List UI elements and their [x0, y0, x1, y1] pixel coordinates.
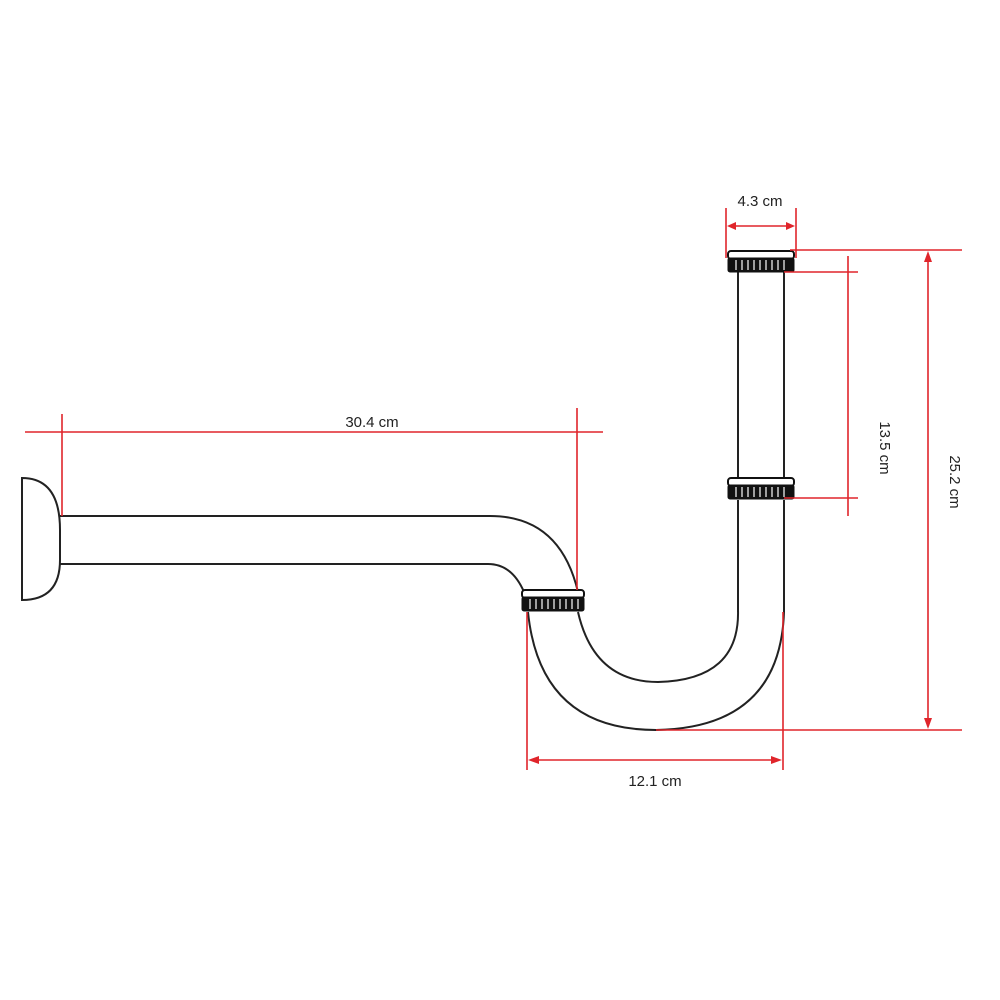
wall-flange	[21, 476, 61, 602]
vertical-tube	[737, 272, 785, 612]
label-top-width: 4.3 cm	[737, 193, 782, 210]
label-horizontal-length: 30.4 cm	[345, 414, 398, 431]
u-bend	[527, 609, 785, 731]
label-upper-height: 13.5 cm	[876, 421, 893, 474]
dimension-horizontal-length: 30.4 cm	[25, 408, 603, 590]
dimension-upper-height: 13.5 cm	[784, 256, 893, 516]
dimension-total-height: 25.2 cm	[656, 249, 963, 731]
top-nut	[727, 250, 795, 273]
dimension-top-width: 4.3 cm	[725, 193, 797, 258]
horizontal-arm	[60, 515, 579, 593]
dimension-trap-width: 12.1 cm	[526, 612, 784, 790]
label-total-height: 25.2 cm	[946, 455, 963, 508]
trap-inlet-nut	[521, 589, 585, 612]
middle-nut	[727, 477, 795, 500]
label-trap-width: 12.1 cm	[628, 773, 681, 790]
